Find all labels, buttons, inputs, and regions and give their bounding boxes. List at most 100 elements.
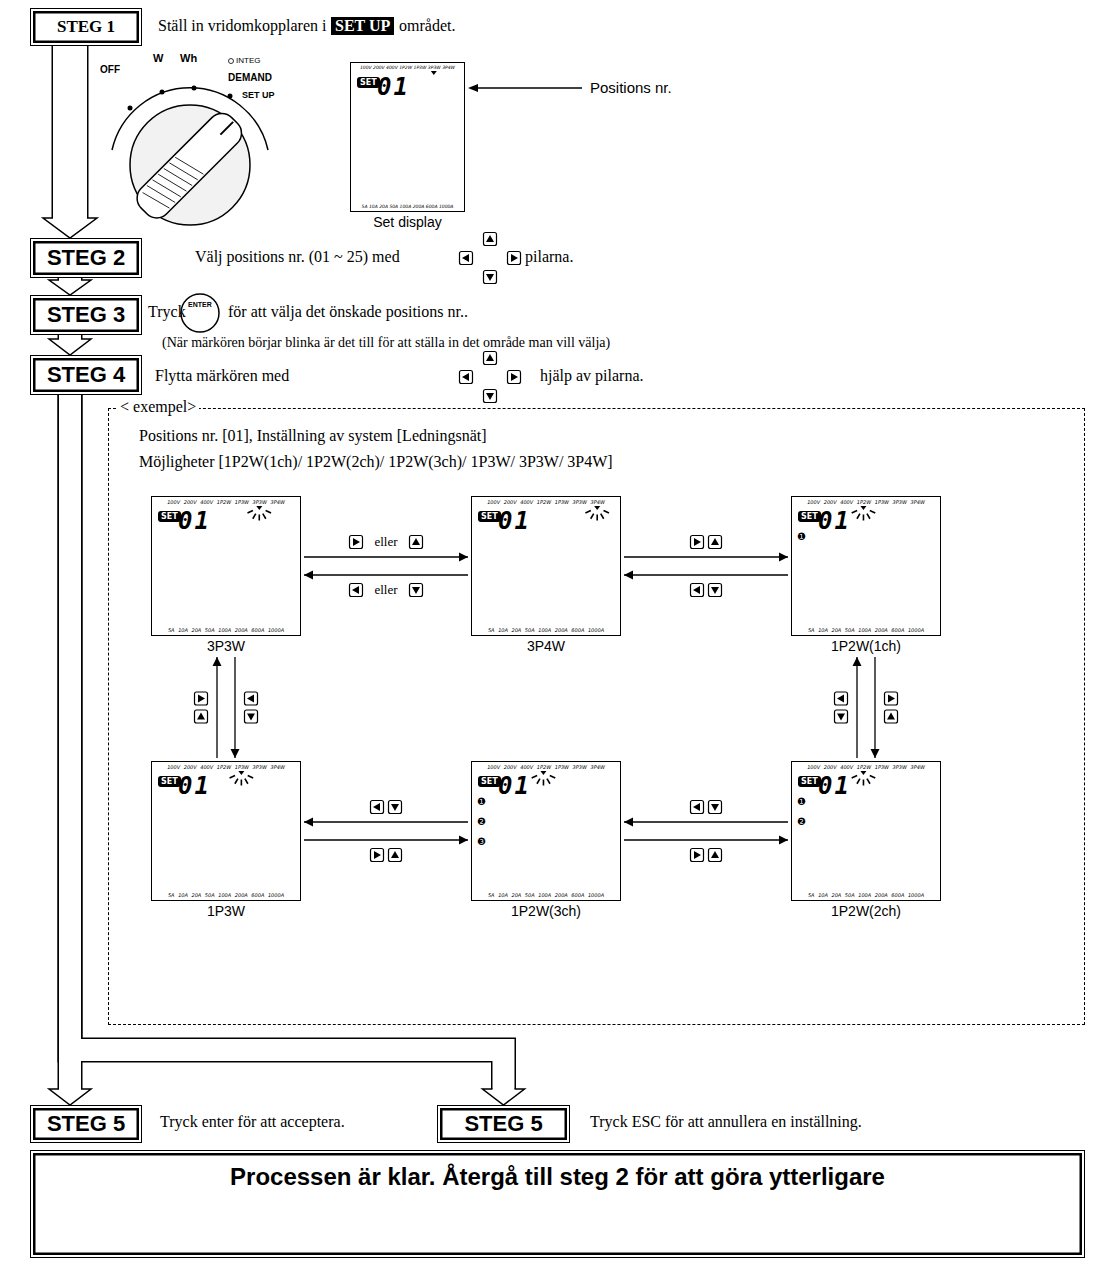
position-number: 01 bbox=[377, 73, 410, 101]
voltage-scale: 100V 200V 400V 1P2W 1P3W 3P3W 3P4W bbox=[152, 764, 300, 770]
button-outline bbox=[691, 536, 704, 549]
current-scale: 5A 10A 20A 50A 100A 200A 600A 1000A bbox=[792, 627, 940, 633]
button-triangle bbox=[711, 538, 719, 545]
hollow-arrow-outlines bbox=[70, 46, 504, 1090]
button-outline bbox=[691, 584, 704, 597]
keypad-button bbox=[484, 390, 497, 403]
example-region: < exempel>Positions nr. [01], Inställnin… bbox=[108, 408, 1085, 1025]
set-badge: SET bbox=[798, 776, 821, 787]
blink-ray bbox=[241, 780, 243, 786]
arrow-line bbox=[304, 556, 468, 557]
screen-caption: 3P3W bbox=[151, 638, 301, 654]
button-triangle bbox=[486, 235, 494, 242]
arrow-button bbox=[885, 692, 898, 705]
button-triangle bbox=[693, 803, 700, 811]
button-triangle bbox=[486, 354, 494, 361]
blink-ray bbox=[263, 514, 266, 519]
button-outline bbox=[460, 371, 473, 384]
voltage-scale: 100V 200V 400V 1P2W 1P3W 3P3W 3P4W bbox=[472, 499, 620, 505]
button-outline bbox=[460, 252, 473, 265]
lcd-screen: SET01100V 200V 400V 1P2W 1P3W 3P3W 3P4W5… bbox=[471, 761, 621, 901]
edge-label: eller bbox=[372, 534, 399, 550]
arrow-head bbox=[624, 571, 633, 580]
position-number: 01 bbox=[498, 772, 531, 800]
example-line: Möjligheter [1P2W(1ch)/ 1P2W(2ch)/ 1P2W(… bbox=[139, 453, 613, 471]
hollow-arrow-fill bbox=[53, 46, 87, 219]
knob-handle bbox=[131, 108, 247, 224]
blink-ray bbox=[248, 775, 253, 778]
keypad-button bbox=[508, 371, 521, 384]
arrow-line bbox=[624, 556, 788, 557]
button-triangle bbox=[373, 803, 380, 811]
arrow-button bbox=[835, 692, 848, 705]
lcd-display: SET01100V 200V 400V 1P2W 1P3W 3P3W 3P4W5… bbox=[471, 761, 621, 919]
button-triangle bbox=[711, 587, 719, 594]
instruction-text: Tryck enter för att acceptera. bbox=[160, 1113, 345, 1131]
arrow-head bbox=[459, 553, 468, 562]
channel-marker: ❶ bbox=[797, 796, 806, 807]
step-title: STEG 3 bbox=[47, 302, 125, 328]
button-outline bbox=[245, 710, 258, 723]
cursor-triangle bbox=[594, 506, 600, 510]
cursor-triangle bbox=[256, 506, 262, 510]
current-scale: 5A 10A 20A 50A 100A 200A 600A 1000A bbox=[152, 892, 300, 898]
button-triangle bbox=[511, 373, 518, 381]
arrow-head bbox=[853, 657, 862, 666]
lcd-display: SET01100V 200V 400V 1P2W 1P3W 3P3W 3P4W5… bbox=[151, 761, 301, 919]
blink-ray bbox=[870, 510, 875, 513]
result-text: Processen är klar. Återgå till steg 2 fö… bbox=[230, 1163, 885, 1191]
position-number: 01 bbox=[818, 507, 851, 535]
button-outline bbox=[484, 233, 497, 246]
arrow-head bbox=[871, 749, 880, 758]
button-triangle bbox=[837, 695, 844, 703]
keypad-button bbox=[484, 271, 497, 284]
arrow-button bbox=[691, 536, 704, 549]
arrow-button bbox=[691, 801, 704, 814]
arrow-line bbox=[234, 657, 235, 758]
example-heading: < exempel> bbox=[117, 398, 199, 416]
screen-arrow bbox=[304, 836, 468, 862]
arrow-button bbox=[371, 801, 384, 814]
hollow-arrow-head bbox=[49, 339, 91, 355]
arrow-head bbox=[304, 818, 313, 827]
lcd-display: SET01100V 200V 400V 1P2W 1P3W 3P3W 3P4W5… bbox=[791, 496, 941, 654]
instruction-text: hjälp av pilarna. bbox=[540, 367, 644, 385]
instruction-text: Tryck ESC för att annullera en inställni… bbox=[590, 1113, 862, 1131]
integ-lamp bbox=[229, 59, 234, 64]
button-outline bbox=[195, 692, 208, 705]
step-title: STEG 5 bbox=[464, 1111, 542, 1137]
button-outline bbox=[835, 710, 848, 723]
cursor-triangle bbox=[860, 506, 866, 510]
arrow-button bbox=[410, 584, 423, 597]
dial-dot bbox=[192, 86, 197, 91]
arrow-line bbox=[304, 821, 468, 822]
button-triangle bbox=[247, 695, 254, 703]
screen-caption: 1P2W(2ch) bbox=[791, 903, 941, 919]
blink-ray bbox=[857, 779, 860, 784]
lcd-screen: SET01100V 200V 400V 1P2W 1P3W 3P3W 3P4W5… bbox=[471, 496, 621, 636]
blink-ray bbox=[863, 780, 865, 786]
channel-marker: ❶ bbox=[477, 796, 486, 807]
arrow-line bbox=[304, 574, 468, 575]
button-outline bbox=[484, 352, 497, 365]
dial-label: Wh bbox=[180, 52, 197, 64]
button-triangle bbox=[412, 538, 420, 545]
arrow-head bbox=[231, 749, 240, 758]
hollow-arrow-head bbox=[483, 1089, 525, 1105]
keypad-button bbox=[460, 252, 473, 265]
button-outline bbox=[709, 801, 722, 814]
callout-label: Positions nr. bbox=[590, 79, 672, 96]
edge-label: eller bbox=[372, 582, 399, 598]
set-badge: SET bbox=[478, 776, 501, 787]
dial-label: OFF bbox=[100, 64, 120, 75]
lcd-display: SET01100V 200V 400V 1P2W 1P3W 3P3W 3P4W5… bbox=[471, 496, 621, 654]
dial-dot bbox=[228, 94, 233, 99]
blink-ray bbox=[852, 510, 857, 513]
button-triangle bbox=[711, 804, 719, 811]
current-scale: 5A 10A 20A 50A 100A 200A 600A 1000A bbox=[792, 892, 940, 898]
button-triangle bbox=[412, 587, 420, 594]
button-outline bbox=[245, 692, 258, 705]
lcd-display: SET01100V 200V 400V 1P2W 1P3W 3P3W 3P4W5… bbox=[151, 496, 301, 654]
step-title: STEG 4 bbox=[47, 362, 125, 388]
